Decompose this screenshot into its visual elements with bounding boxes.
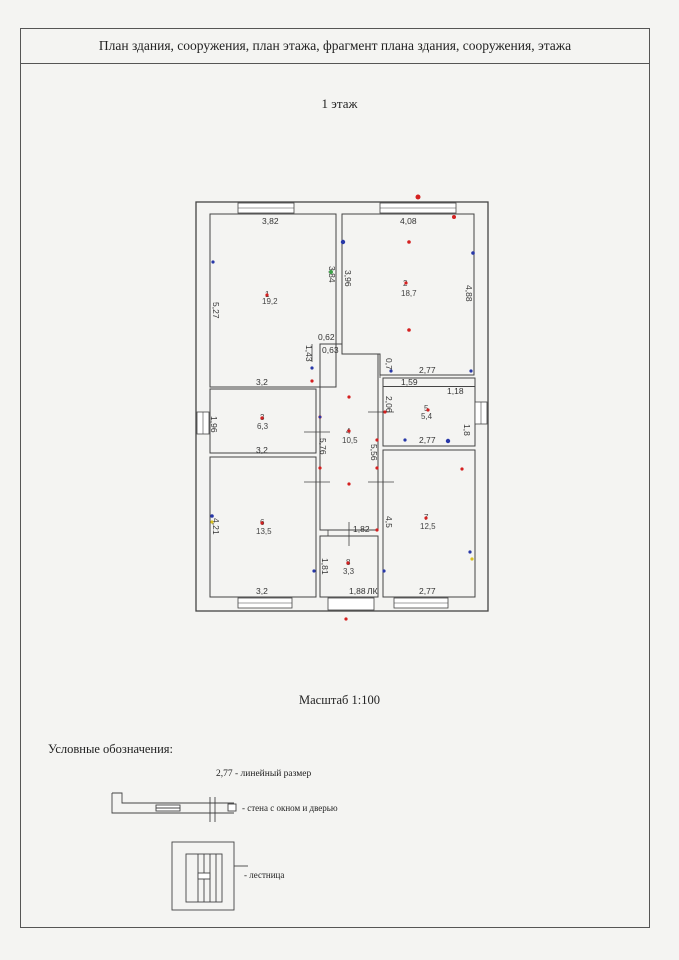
dim-r2-top: 4,08: [400, 216, 417, 226]
entrance-door: [327, 597, 375, 611]
room-5-inner-wall: [383, 386, 475, 387]
room-2-area: 18,7: [401, 289, 417, 298]
dim-r2-right: 4,88: [464, 285, 474, 302]
dim-r5-277b: 2,77: [419, 435, 436, 445]
dim-062: 0,62: [318, 332, 335, 342]
header-title: План здания, сооружения, план этажа, фра…: [20, 28, 650, 64]
floor-title: 1 этаж: [321, 96, 358, 111]
dim-r3-top: 3,2: [256, 377, 268, 387]
legend-dimension-text: 2,77 - линейный размер: [216, 769, 312, 779]
room-8-area: 3,3: [343, 567, 355, 576]
dim-r5-159: 1,59: [401, 377, 418, 387]
red-markers: [260, 194, 464, 621]
room-4-outline: [319, 343, 379, 531]
dim-r5-07: 0,7: [384, 358, 394, 370]
legend-stair-graphic: [171, 841, 248, 911]
dim-r7-bottom: 2,77: [419, 586, 436, 596]
dim-r3-bottom: 3,2: [256, 445, 268, 455]
dim-r5-18: 1,8: [462, 424, 472, 436]
room-1-area: 19,2: [262, 297, 278, 306]
outer-wall: [195, 201, 489, 612]
legend-stair-text: - лестница: [244, 870, 285, 880]
dim-r1-right: 3,84: [327, 266, 337, 283]
room-6-outline: [209, 456, 317, 598]
dim-r8-top: 1,82: [353, 524, 370, 534]
legend-wall-text: - стена с окном и дверью: [242, 803, 338, 813]
dim-r6-side: 4,21: [211, 518, 221, 535]
dim-143: 1,43: [304, 345, 314, 362]
dim-r1-top: 3,82: [262, 216, 279, 226]
room-6-area: 13,5: [256, 527, 272, 536]
dim-r7-side: 4,5: [384, 516, 394, 528]
dim-r5-277a: 2,77: [419, 365, 436, 375]
dim-r8-side: 1,81: [320, 558, 330, 575]
dim-r2-left: 3,96: [343, 270, 353, 287]
dim-corr-576: 5,76: [318, 438, 328, 455]
room-5-number: 5: [424, 404, 429, 413]
dim-r5-118: 1,18: [447, 386, 464, 396]
room-5-area: 5,4: [421, 412, 433, 421]
scale-label: Масштаб 1:100: [299, 693, 380, 707]
legend-title: Условные обозначения:: [48, 742, 174, 756]
room-3-outline: [209, 388, 317, 454]
dim-r3-side: 1,96: [209, 416, 219, 433]
green-yellow-markers: [210, 270, 474, 561]
room-7-area: 12,5: [420, 522, 436, 531]
room-1-outline: [209, 213, 337, 388]
dim-r8-bottom: 1,88: [349, 586, 366, 596]
dim-corr-556: 5,56: [369, 444, 379, 461]
dim-r5-206: 2,06: [384, 396, 394, 413]
legend-wall-graphic: [111, 792, 237, 822]
room-3-area: 6,3: [257, 422, 269, 431]
stair-mark: ЛК: [367, 586, 378, 596]
blue-markers: [210, 239, 475, 573]
page-frame: [20, 28, 650, 928]
dim-r1-side: 5,27: [211, 302, 221, 319]
room-7-outline: [382, 449, 476, 598]
dim-r6-bottom: 3,2: [256, 586, 268, 596]
dim-063: 0,63: [322, 345, 339, 355]
room-4-area: 10,5: [342, 436, 358, 445]
